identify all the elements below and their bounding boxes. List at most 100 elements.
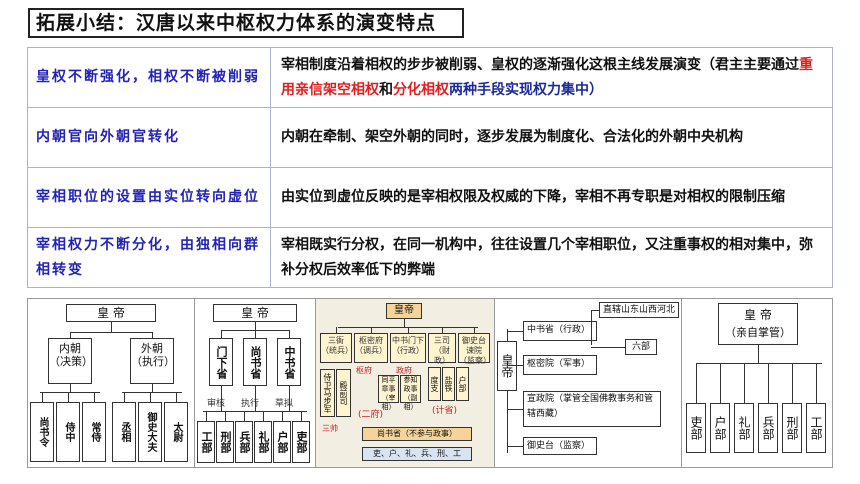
connector-line	[282, 411, 283, 421]
connector-line	[221, 330, 222, 338]
emperor-label: 皇 帝	[744, 308, 772, 322]
connector-line	[507, 331, 523, 332]
connector-line	[371, 327, 372, 333]
top-office-box: 三司（财政）	[428, 333, 456, 365]
connector-line	[696, 363, 697, 403]
table-row: 皇权不断强化，相权不断被削弱 宰相制度沿着相权的步步被削弱、皇权的逐渐强化这根主…	[27, 47, 833, 108]
connector-line	[221, 386, 222, 411]
office-box: 枢密院（军事）	[523, 355, 597, 375]
sub-office-box: 盐铁	[442, 367, 455, 401]
top-office-box: 中书门下（行政）	[390, 333, 426, 363]
emperor-box: 皇 帝 （亲自掌管）	[718, 303, 798, 345]
connector-line	[720, 363, 721, 403]
connector-line	[507, 409, 523, 410]
ministry-box: 刑部	[216, 421, 234, 463]
table-row: 宰相权力不断分化，由独相向群相转变 宰相既实行分权，在同一机构中，往往设置几个宰…	[27, 227, 833, 288]
connector-line	[336, 327, 337, 333]
row-feature: 宰相权力不断分化，由独相向群相转变	[27, 227, 271, 288]
summary-table: 皇权不断强化，相权不断被削弱 宰相制度沿着相权的步步被削弱、皇权的逐渐强化这根主…	[27, 47, 833, 288]
ministry-box: 礼部	[254, 421, 272, 463]
note-jisheng: (计省)	[432, 406, 458, 416]
diagram-yuan: 皇帝 中书省（行政） 枢密院（军事） 宣政院（掌管全国佛教事务和管辖西藏） 御史台（监…	[494, 299, 681, 467]
connector-line	[42, 392, 43, 402]
connector-line	[768, 363, 769, 403]
row-explanation: 由实位到虚位反映的是宰相权限及权威的下降，宰相不再专职是对相权的限制压缩	[270, 167, 833, 228]
text-segment: 两种手段实现权力集中）	[449, 81, 603, 98]
connector-line	[792, 363, 793, 403]
official-box: 丞相	[112, 402, 136, 462]
emperor-sub-label: （亲自掌管）	[725, 326, 791, 339]
note-zhengfu: 政府	[396, 366, 412, 375]
ministry-box: 工部	[806, 403, 826, 453]
ministry-box: 吏部	[292, 421, 310, 463]
row-feature: 皇权不断强化，相权不断被削弱	[27, 47, 271, 108]
diagram-han: 皇 帝 内朝 （决策） 外朝 （执行） 尚书令侍中常侍丞相御史大夫太尉	[28, 299, 194, 467]
inner-court-box: 内朝 （决策）	[48, 338, 93, 384]
connector-line	[408, 327, 409, 333]
highlight-text: 重用亲信架空相权	[281, 56, 813, 98]
inner-court-role: （决策）	[49, 355, 93, 368]
diagram-ming: 皇 帝 （亲自掌管） 吏部户部礼部兵部刑部工部	[681, 299, 833, 467]
official-box: 尚书令	[30, 402, 54, 462]
six-ministries-box: 吏、户、礼、兵、刑、工	[362, 447, 472, 461]
connector-line	[301, 411, 302, 421]
connector-line	[150, 392, 151, 402]
top-office-box: 枢密府（调兵）	[354, 333, 388, 363]
connector-line	[225, 411, 226, 421]
sub-office-box: 侍卫马步军	[320, 369, 335, 417]
office-box: 御史台（监察）	[523, 437, 597, 455]
row-explanation: 宰相制度沿着相权的步步被削弱、皇权的逐渐强化这根主线发展演变（君主主要通过重用亲…	[270, 47, 833, 108]
office-box: 中书省（行政）	[523, 321, 597, 341]
row-explanation: 宰相既实行分权，在同一机构中，往往设置几个宰相职位，又注重事权的相对集中，弥补分…	[270, 227, 833, 288]
connector-line	[255, 386, 256, 411]
outer-court-label: 外朝	[141, 342, 163, 355]
sub-office-box: 同平章事（宰相）	[378, 375, 399, 411]
flow-label: 审核	[207, 399, 226, 409]
row-feature: 宰相职位的设置由实位转向虚位	[27, 167, 271, 228]
flow-label: 执行	[241, 399, 260, 409]
ministry-box: 户部	[710, 403, 730, 453]
ministry-box: 工部	[197, 421, 215, 463]
emperor-box: 皇帝	[497, 341, 517, 391]
department-box: 门下省	[209, 338, 233, 386]
top-office-box: 御史台谏院（监察）	[458, 333, 491, 365]
connector-line	[816, 363, 817, 403]
outer-court-role: （执行）	[131, 355, 175, 368]
note-sanshuai: 三帅	[322, 424, 338, 433]
shangshu-box: 尚书省（不参与政事）	[362, 427, 472, 441]
emperor-box: 皇 帝	[213, 304, 297, 322]
ministry-box: 户部	[273, 421, 291, 463]
table-row: 内朝官向外朝官转化 内朝在牵制、架空外朝的同时，逐步发展为制度化、合法化的外朝中…	[27, 107, 833, 168]
ministry-box: 礼部	[734, 403, 754, 453]
connector-line	[507, 365, 523, 366]
connector-line	[289, 330, 290, 338]
row-explanation: 内朝在牵制、架空外朝的同时，逐步发展为制度化、合法化的外朝中央机构	[270, 107, 833, 168]
sub-office-box: 殿前司	[336, 369, 351, 417]
ministry-box: 兵部	[758, 403, 778, 453]
diagram-tang: 皇 帝 门下省尚书省中书省 审核执行草拟 工部刑部兵部礼部户部吏部	[194, 299, 315, 467]
connector-line	[124, 392, 125, 402]
highlight-text: 分化相权	[393, 81, 449, 98]
ministry-box: 兵部	[235, 421, 253, 463]
inner-court-label: 内朝	[59, 342, 81, 355]
connector-line	[474, 327, 475, 333]
connector-line	[68, 392, 69, 402]
six-ministries-box: 六部	[625, 339, 657, 355]
office-box: 宣政院（掌管全国佛教事务和管辖西藏）	[523, 391, 661, 427]
flow-label: 草拟	[275, 399, 294, 409]
connector-line	[255, 330, 256, 338]
official-box: 侍中	[56, 402, 80, 462]
diagram-strip: 皇 帝 内朝 （决策） 外朝 （执行） 尚书令侍中常侍丞相御史大夫太尉 皇 帝 …	[27, 298, 833, 468]
connector-line	[289, 386, 290, 411]
official-box: 御史大夫	[138, 402, 162, 462]
direct-region-box: 直辖山东山西河北	[599, 302, 679, 318]
table-row: 宰相职位的设置由实位转向虚位 由实位到虚位反映的是宰相权限及权威的下降，宰相不再…	[27, 167, 833, 228]
sub-office-box: 参知政事（副相）	[400, 375, 421, 411]
emperor-box: 皇 帝	[66, 304, 156, 322]
connector-line	[176, 392, 177, 402]
official-box: 常侍	[82, 402, 106, 462]
sub-office-box: 户部	[456, 367, 469, 401]
emperor-box: 皇帝	[386, 303, 422, 319]
note-shufu: 枢府	[356, 366, 372, 375]
connector-line	[507, 446, 523, 447]
